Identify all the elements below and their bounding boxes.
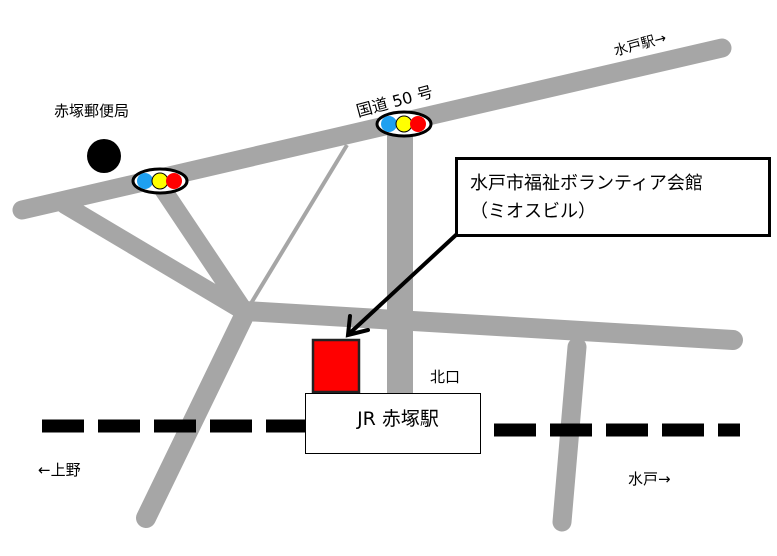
facility-subname: （ミオスビル） [470,201,596,222]
station-name: JR 赤塚駅 [357,408,439,430]
facility-name: 水戸市福祉ボランティア会館 [470,173,703,194]
to-ueno-label: ←上野 [38,461,81,479]
post-office-marker [87,139,121,173]
road-southwest [136,308,253,528]
road-thin [248,143,349,307]
traffic-signal-icon [375,110,433,138]
road-branch-left [56,196,254,321]
post-office-label: 赤塚郵便局 [54,102,130,120]
road-east-west [235,301,743,350]
station-box: JR 赤塚駅 [305,393,481,454]
traffic-signal-icon [131,167,189,195]
road-branch-signal [151,176,254,321]
to-mito-label: 水戸→ [628,470,671,488]
arrow-icon [345,232,459,338]
target-building-marker [311,338,361,394]
north-exit-label: 北口 [430,368,461,386]
facility-callout: 水戸市福祉ボランティア会館 （ミオスビル） [455,157,771,237]
